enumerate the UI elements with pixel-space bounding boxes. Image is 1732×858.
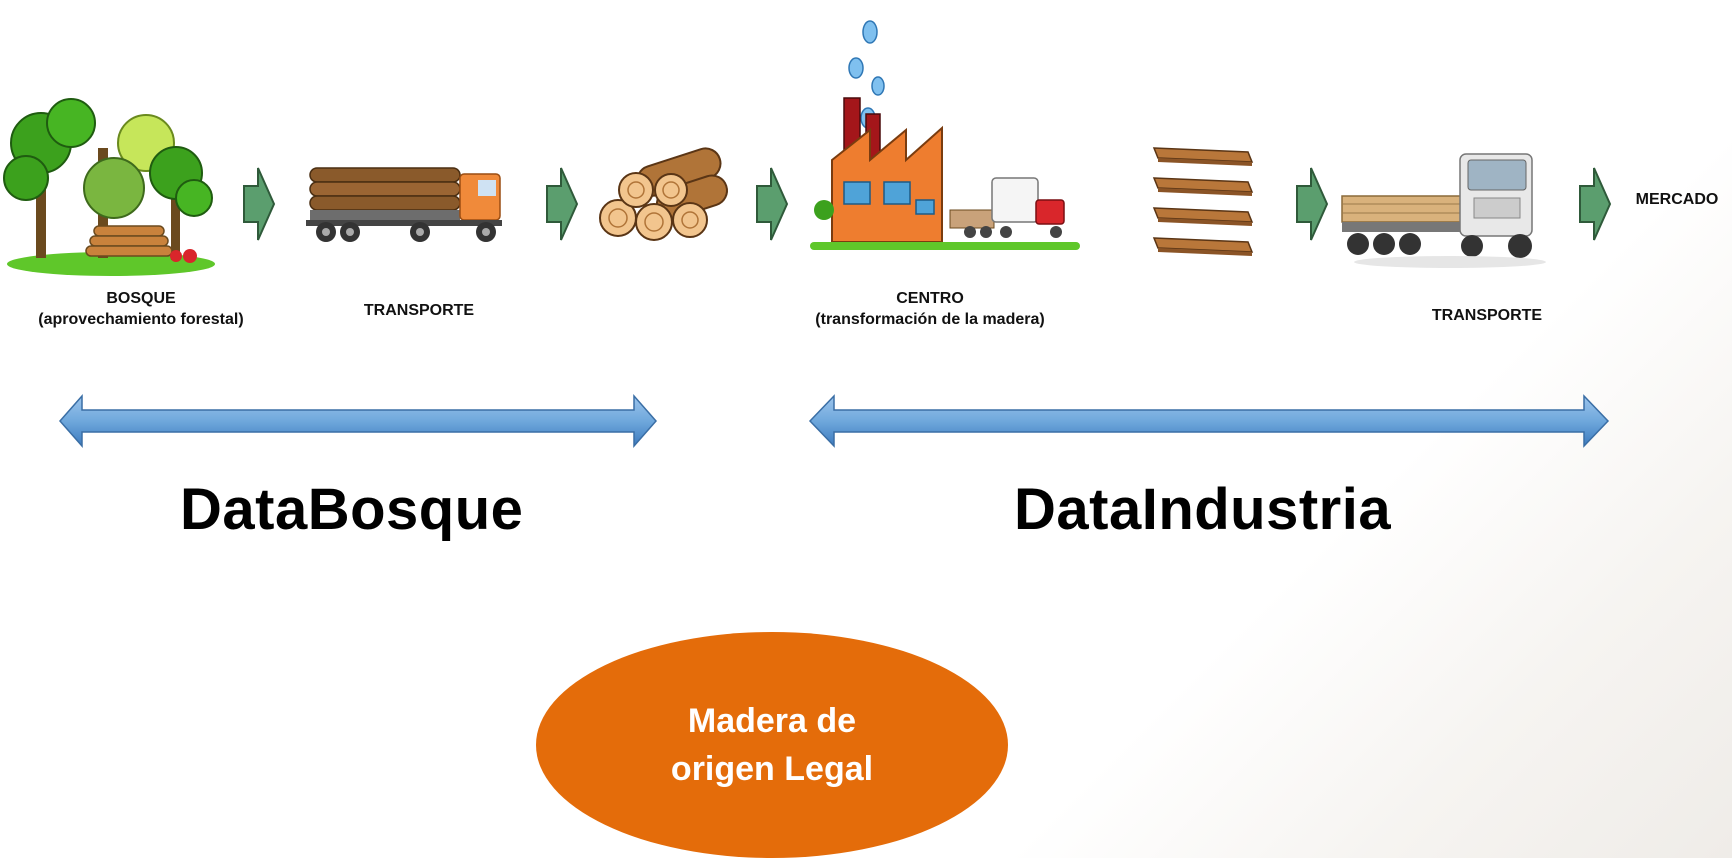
log-truck-icon <box>306 167 502 242</box>
node-title: CENTRO <box>896 290 964 307</box>
result-line-2: origen Legal <box>670 750 874 788</box>
result-text: Madera de origen Legal <box>671 697 873 793</box>
range-arrow-left <box>59 394 657 448</box>
result-oval: Madera de origen Legal <box>536 632 1008 858</box>
node-title: BOSQUE <box>106 290 176 307</box>
range-arrow-right <box>808 394 1610 448</box>
node-subtitle: (transformación de la madera) <box>815 311 1045 328</box>
planks-icon <box>1152 147 1254 256</box>
range-label-databosque: DataBosque <box>180 477 524 542</box>
node-label-bosque: BOSQUE (aprovechamiento forestal) <box>0 288 282 330</box>
flow-arrow-2 <box>546 167 579 241</box>
node-label-mercado: MERCADO <box>1622 189 1732 210</box>
node-label-centro: CENTRO (transformación de la madera) <box>778 288 1082 330</box>
flow-arrow-3 <box>756 167 789 241</box>
node-subtitle: (aprovechamiento forestal) <box>38 311 244 328</box>
node-title: TRANSPORTE <box>1431 307 1543 324</box>
flow-arrow-1 <box>243 167 276 241</box>
node-label-transporte-2: TRANSPORTE <box>1368 305 1606 326</box>
result-line-1: Madera de <box>687 702 857 740</box>
log-pile-icon <box>599 147 728 241</box>
node-title: TRANSPORTE <box>363 302 475 319</box>
node-title: MERCADO <box>1635 191 1719 208</box>
range-label-dataindustria: DataIndustria <box>1014 477 1392 542</box>
lumber-truck-icon <box>1341 153 1546 268</box>
flow-arrow-4 <box>1296 167 1329 241</box>
node-label-transporte-1: TRANSPORTE <box>300 300 538 321</box>
forest-icon <box>3 98 215 276</box>
flow-arrow-5 <box>1579 167 1612 241</box>
factory-icon <box>810 20 1080 250</box>
